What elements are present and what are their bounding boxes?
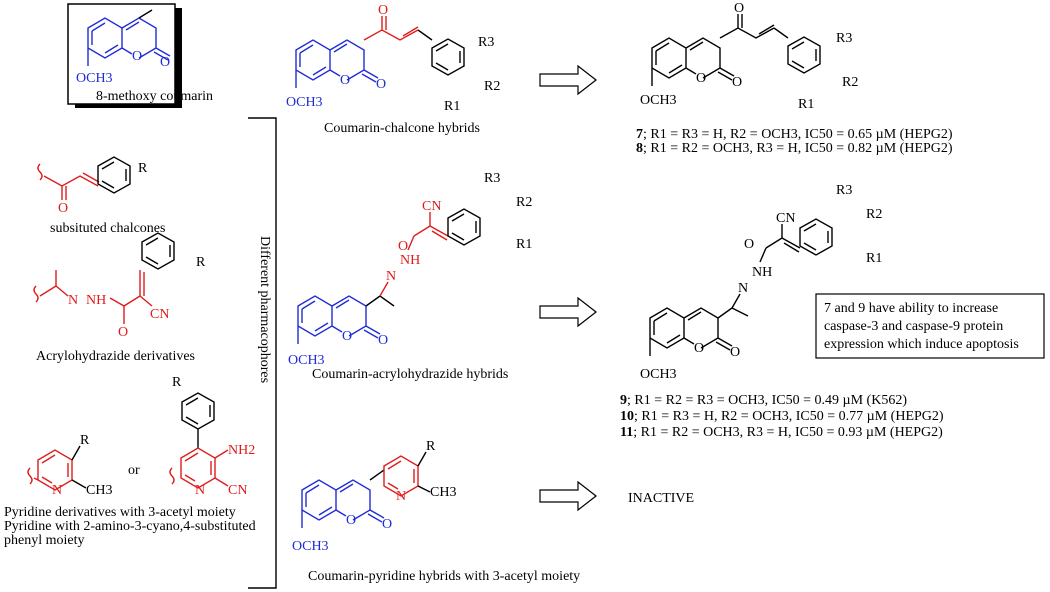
atom-label: O [378,3,388,18]
result-7: 7; R1 = R3 = H, R2 = OCH3, IC50 = 0.65 µ… [636,127,953,142]
atom-label: R1 [866,251,882,266]
atom-label: O [346,513,356,528]
atom-label: O [398,239,408,254]
inactive-label: INACTIVE [628,491,694,506]
atom-label: N [396,489,406,504]
atom-label: O [58,201,68,216]
atom-label: OCH3 [288,353,325,368]
atom-label: O [730,345,740,360]
or-label: or [128,463,140,478]
pyridine-pharmacophore: N R CH3 or R N NH2 CN Pyridine derivativ… [4,375,256,548]
pyridine-hybrid-caption: Coumarin-pyridine hybrids with 3-acetyl … [308,569,580,584]
atom-label: O [734,1,744,16]
pyridine-caption-1: Pyridine derivatives with 3-acetyl moiet… [4,505,236,520]
atom-label: CH3 [430,485,456,500]
atom-label: R3 [478,35,494,50]
atom-label: N [68,293,78,308]
atom-label: OCH3 [286,95,323,110]
apoptosis-note: 7 and 9 have ability to increase caspase… [815,293,1045,359]
atom-label: OCH3 [292,539,329,554]
acrylohydrazides-caption: Acrylohydrazide derivatives [36,349,195,364]
note-line-2: caspase-3 and caspase-9 protein [824,319,1003,334]
atom-label: OCH3 [76,71,113,86]
arrow-chalcone [539,64,597,96]
acrylohydrazide-pharmacophore: N NH O CN R Acrylohydrazide derivatives [33,232,206,364]
atom-label: R [138,161,148,176]
atom-label: O [160,55,170,70]
arrow-pyridine [539,480,597,512]
atom-label: OCH3 [640,367,677,382]
atom-label: O [132,49,142,64]
atom-label: R2 [516,195,532,210]
result-8: 8; R1 = R2 = OCH3, R3 = H, IC50 = 0.82 µ… [636,141,953,156]
atom-label: O [378,333,388,348]
atom-label: NH [86,293,106,308]
atom-label: O [342,329,352,344]
atom-label: R [80,433,90,448]
atom-label: R2 [866,207,882,222]
atom-label: NH [752,265,772,280]
acrylo-hybrid: O O OCH3 N NH O CN R3 R2 R1 Coumarin-acr… [288,171,532,382]
atom-label: O [694,341,704,356]
atom-label: CH3 [86,483,112,498]
chalcone-hybrid: O O OCH3 O R3 R2 R1 Coumarin-chalcone hy… [286,3,500,136]
chalcones-caption: subsituted chalcones [50,221,165,236]
pyridine-caption-2: Pyridine with 2-amino-3-cyano,4-substitu… [4,519,256,534]
arrow-acrylo [539,296,597,328]
atom-label: NH2 [228,443,255,458]
atom-label: R2 [842,75,858,90]
atom-label: O [376,77,386,92]
note-line-3: expression which induce apoptosis [824,337,1019,352]
note-line-1: 7 and 9 have ability to increase [824,301,998,316]
atom-label: R [196,255,206,270]
methoxy-coumarin-box: O O OCH3 8-methoxy coumarin [67,3,213,108]
atom-label: N [52,483,62,498]
atom-label: CN [776,211,795,226]
atom-label: R3 [836,31,852,46]
atom-label: CN [422,199,441,214]
acrylo-product: O O OCH3 N NH O CN R3 R2 R1 9; R1 = R2 =… [620,183,944,440]
atom-label: CN [228,483,247,498]
atom-label: O [744,237,754,252]
atom-label: OCH3 [640,93,677,108]
atom-label: R1 [798,97,814,112]
atom-label: R [426,439,436,454]
atom-label: R1 [444,99,460,114]
bracket-label: Different pharmacophores [257,236,272,383]
atom-label: N [195,483,205,498]
pyridine-hybrid: O O OCH3 N R CH3 Coumarin-pyridine hybri… [292,439,580,584]
atom-label: O [732,75,742,90]
atom-label: R1 [516,237,532,252]
atom-label: NH [400,253,420,268]
pyridine-caption-3: phenyl moiety [4,533,85,548]
pharmacophore-bracket: Different pharmacophores [248,117,277,589]
atom-label: N [738,281,748,296]
result-10: 10; R1 = R3 = H, R2 = OCH3, IC50 = 0.77 … [620,409,944,424]
atom-label: O [118,325,128,340]
atom-label: R3 [484,171,500,186]
chalcone-pharmacophore: O R subsituted chalcones [37,156,165,236]
atom-label: O [696,71,706,86]
methoxy-coumarin-caption: 8-methoxy coumarin [96,89,213,104]
atom-label: R3 [836,183,852,198]
chalcone-hybrid-caption: Coumarin-chalcone hybrids [324,121,480,136]
atom-label: R [172,375,182,390]
atom-label: R2 [484,79,500,94]
acrylo-hybrid-caption: Coumarin-acrylohydrazide hybrids [312,367,508,382]
atom-label: N [386,269,396,284]
atom-label: O [382,517,392,532]
atom-label: O [340,73,350,88]
result-9: 9; R1 = R2 = R3 = OCH3, IC50 = 0.49 µM (… [620,393,907,408]
atom-label: CN [150,307,169,322]
chalcone-product: O O OCH3 O R3 R2 R1 7; R1 = R3 = H, R2 =… [636,1,953,156]
arrows [539,64,597,512]
result-11: 11; R1 = R2 = OCH3, R3 = H, IC50 = 0.93 … [620,425,943,440]
